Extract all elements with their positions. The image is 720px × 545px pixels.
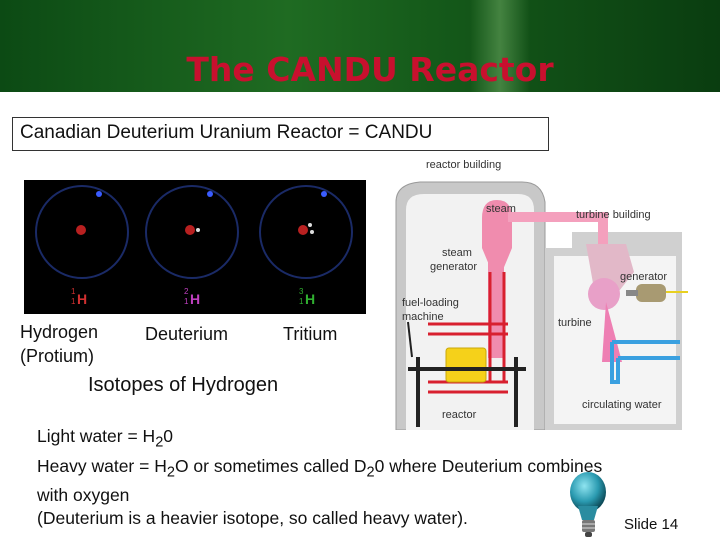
banner-highlight [470,0,530,92]
svg-text:reactor building: reactor building [426,159,501,171]
heavy-water-suffix: 0 where Deuterium combines [374,455,603,476]
banner-bottom-band [0,92,720,108]
svg-text:2: 2 [184,287,189,296]
heavy-water-prefix: Heavy water = H [37,455,167,476]
svg-text:H: H [77,291,87,307]
svg-text:steam: steam [442,247,472,259]
svg-text:3: 3 [299,287,304,296]
label-protium: (Protium) [20,346,95,366]
deuterium-atom [145,185,239,279]
svg-text:generator: generator [430,261,477,273]
isotope-illustration: 1 1 H 2 1 H 3 1 H [24,180,366,314]
svg-text:turbine: turbine [558,317,592,329]
svg-text:turbine building: turbine building [576,209,651,221]
label-tritium: Tritium [283,324,338,344]
protium-symbol: 1 1 H [71,287,87,307]
svg-text:1: 1 [71,297,76,306]
svg-text:fuel-loading: fuel-loading [402,297,459,309]
svg-text:reactor: reactor [442,409,477,421]
candu-schematic: reactor building steam turbine building … [395,159,688,431]
title-banner [0,0,720,92]
light-water-prefix: Light water = H [37,426,156,446]
light-water-suffix: 0 [163,426,174,446]
svg-text:circulating water: circulating water [582,399,662,411]
heavy-water-subscript-1: 2 [166,464,175,480]
heavier-isotope-line: (Deuterium is a heavier isotope, so call… [37,508,468,528]
svg-text:generator: generator [620,271,667,283]
isotopes-caption: Isotopes of Hydrogen [88,374,279,396]
slide-title: The CANDU Reactor [186,50,554,89]
oxygen-line: with oxygen [37,485,130,505]
light-water-line: Light water = H20 [37,425,707,455]
tritium-atom [259,185,353,279]
candu-diagram: reactor building steam turbine building … [390,152,690,431]
heavy-water-line: Heavy water = H2O or sometimes called D2… [37,455,707,485]
label-hydrogen: Hydrogen [20,322,99,342]
subtitle-text: Canadian Deuterium Uranium Reactor = CAN… [20,122,433,143]
subtitle-box [12,117,549,151]
protium-atom [35,185,129,279]
heavy-water-mid: O or sometimes called D [174,455,367,476]
slide-number: Slide 14 [624,516,679,533]
svg-text:steam: steam [486,203,516,215]
lightbulb-icon [560,470,612,540]
svg-text:machine: machine [402,311,444,323]
light-water-subscript: 2 [155,434,164,451]
label-deuterium: Deuterium [145,324,229,344]
heavy-water-subscript-2: 2 [366,464,375,480]
svg-text:1: 1 [71,287,76,296]
svg-text:1: 1 [184,297,189,306]
svg-text:1: 1 [299,297,304,306]
svg-text:H: H [190,291,200,307]
svg-text:H: H [305,291,315,307]
body-text: Light water = H20 Heavy water = H2O or s… [37,425,707,530]
deuterium-symbol: 2 1 H [184,287,200,307]
tritium-symbol: 3 1 H [299,287,315,307]
isotope-atoms: 1 1 H 2 1 H 3 1 H [35,185,353,307]
